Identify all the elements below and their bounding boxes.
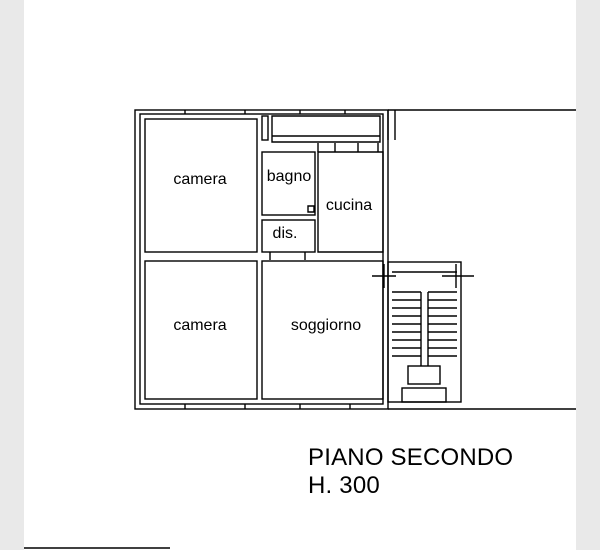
room-camera-bottom bbox=[144, 260, 258, 400]
room-bagno bbox=[261, 151, 316, 216]
label-camera-bottom: camera bbox=[173, 317, 226, 334]
ceiling-height: H. 300 bbox=[308, 472, 380, 499]
label-cucina: cucina bbox=[326, 197, 372, 214]
room-cucina bbox=[317, 151, 384, 253]
outer-wall bbox=[134, 109, 389, 410]
drawing-sheet bbox=[24, 0, 576, 550]
label-camera-top: camera bbox=[173, 171, 226, 188]
inner-wall-line bbox=[139, 113, 384, 405]
room-disimpegno bbox=[261, 219, 316, 253]
label-dis: dis. bbox=[273, 225, 298, 242]
room-camera-top bbox=[144, 118, 258, 253]
label-soggiorno: soggiorno bbox=[291, 317, 361, 334]
closet bbox=[261, 115, 269, 141]
label-bagno: bagno bbox=[267, 168, 312, 185]
staircase bbox=[372, 261, 474, 403]
kitchen-counter bbox=[271, 115, 381, 143]
room-soggiorno bbox=[261, 260, 384, 400]
floor-title: PIANO SECONDO bbox=[308, 444, 514, 471]
